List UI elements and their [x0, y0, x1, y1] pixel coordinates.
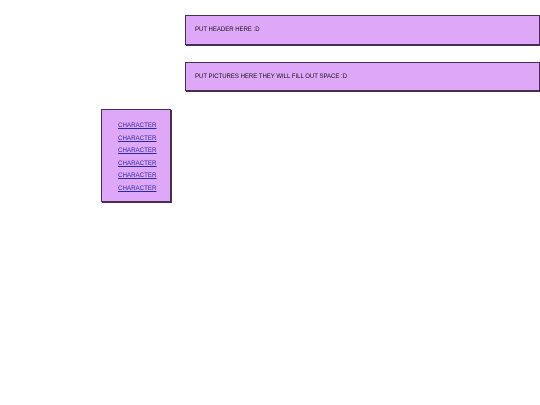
list-item: CHARACTER: [102, 120, 170, 133]
header-box: PUT HEADER HERE :D: [185, 15, 540, 45]
character-link-3[interactable]: CHARACTER: [118, 147, 157, 155]
list-item: CHARACTER: [102, 170, 170, 183]
pictures-text: PUT PICTURES HERE THEY WILL FILL OUT SPA…: [195, 73, 348, 80]
header-text: PUT HEADER HERE :D: [195, 27, 260, 33]
character-link-list: CHARACTER CHARACTER CHARACTER CHARACTER …: [102, 120, 170, 196]
character-link-1[interactable]: CHARACTER: [118, 122, 157, 129]
list-item: CHARACTER: [102, 183, 170, 196]
character-link-2[interactable]: CHARACTER: [118, 134, 157, 142]
character-link-5[interactable]: CHARACTER: [118, 172, 157, 180]
character-link-4[interactable]: CHARACTER: [118, 159, 157, 167]
character-sidebar: CHARACTER CHARACTER CHARACTER CHARACTER …: [101, 109, 171, 202]
list-item: CHARACTER: [102, 133, 170, 146]
list-item: CHARACTER: [102, 158, 170, 171]
pictures-box: PUT PICTURES HERE THEY WILL FILL OUT SPA…: [185, 62, 540, 91]
character-link-6[interactable]: CHARACTER: [118, 184, 157, 192]
list-item: CHARACTER: [102, 145, 170, 158]
